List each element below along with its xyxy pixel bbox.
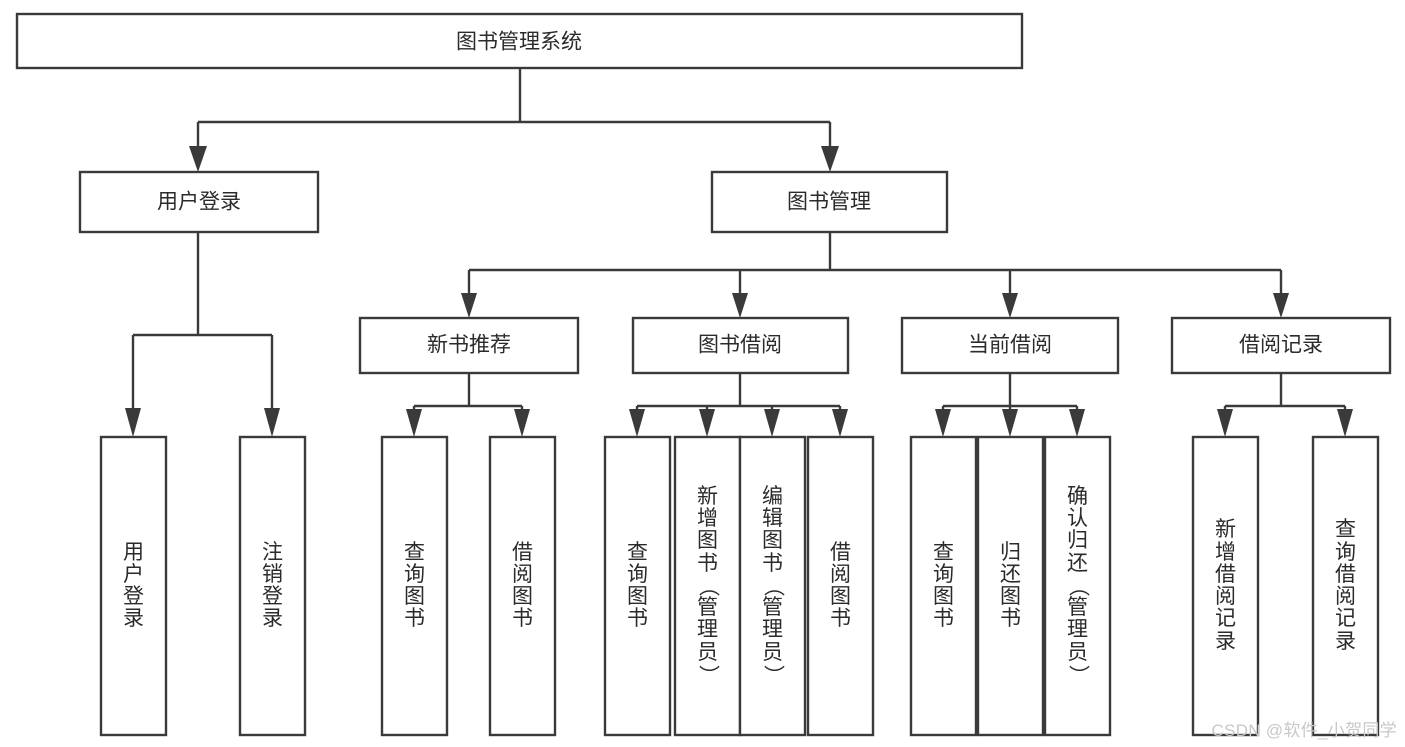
- node-borrow-record-box: [1170, 316, 1392, 375]
- node-book-management[interactable]: 图书管理: [710, 170, 949, 234]
- leaf-box-current-borrow-3[interactable]: [1043, 435, 1112, 737]
- arrow-root-to-book-mgmt: [821, 146, 839, 172]
- node-current-borrow-label: 当前借阅: [968, 334, 1052, 357]
- leaf-box-user-login-1[interactable]: [99, 435, 168, 737]
- leaf-box-borrow-record-2[interactable]: [1311, 435, 1380, 737]
- arrow-borrow-l4: [832, 409, 848, 437]
- node-book-borrow-label: 图书借阅: [698, 334, 782, 357]
- arrow-record-l2: [1337, 409, 1353, 437]
- arrow-borrow-l3: [764, 409, 780, 437]
- leaf-box-book-borrow-4[interactable]: [806, 435, 875, 737]
- leaf-box-user-login-2[interactable]: [238, 435, 307, 737]
- node-root-label: 图书管理系统: [456, 31, 582, 54]
- leaf-box-current-borrow-1[interactable]: [909, 435, 978, 737]
- node-new-book-recommend[interactable]: 新书推荐: [358, 316, 580, 375]
- node-current-borrow-box: [900, 316, 1120, 375]
- arrow-userlogin-leaf2: [264, 408, 280, 437]
- arrow-borrow-l2: [699, 409, 715, 437]
- node-new-book-recommend-box: [358, 316, 580, 375]
- arrow-bookmgmt-c2: [732, 293, 748, 318]
- node-book-borrow[interactable]: 图书借阅: [631, 316, 850, 375]
- arrow-newbook-l2: [514, 409, 530, 437]
- node-root-box: [15, 12, 1024, 70]
- arrow-bookmgmt-c4: [1273, 293, 1289, 318]
- arrow-borrow-l1: [629, 409, 645, 437]
- arrow-bookmgmt-c3: [1002, 293, 1018, 318]
- node-borrow-record[interactable]: 借阅记录: [1170, 316, 1392, 375]
- leaf-box-borrow-record-1[interactable]: [1191, 435, 1260, 737]
- node-user-login-box: [78, 170, 320, 234]
- node-user-login[interactable]: 用户登录: [78, 170, 320, 234]
- arrow-current-l1: [935, 409, 951, 437]
- node-book-management-label: 图书管理: [787, 191, 871, 214]
- arrow-root-to-user-login: [189, 146, 207, 172]
- node-book-management-box: [710, 170, 949, 234]
- node-user-login-label: 用户登录: [157, 191, 241, 214]
- arrow-userlogin-leaf1: [125, 408, 141, 437]
- arrow-current-l2: [1002, 409, 1018, 437]
- arrow-current-l3: [1069, 409, 1085, 437]
- leaf-box-new-book-1[interactable]: [380, 435, 449, 737]
- node-root[interactable]: 图书管理系统: [15, 12, 1024, 70]
- arrow-bookmgmt-c1: [461, 293, 477, 318]
- arrow-newbook-l1: [406, 409, 422, 437]
- leaf-box-new-book-2[interactable]: [488, 435, 557, 737]
- leaf-box-current-borrow-2[interactable]: [976, 435, 1045, 737]
- node-book-borrow-box: [631, 316, 850, 375]
- leaf-box-book-borrow-2[interactable]: [673, 435, 742, 737]
- leaf-box-book-borrow-1[interactable]: [603, 435, 672, 737]
- csdn-watermark: CSDN @软件_小贺同学: [1211, 721, 1397, 740]
- node-current-borrow[interactable]: 当前借阅: [900, 316, 1120, 375]
- arrow-record-l1: [1217, 409, 1233, 437]
- node-borrow-record-label: 借阅记录: [1239, 334, 1323, 357]
- node-new-book-recommend-label: 新书推荐: [427, 334, 511, 357]
- leaf-box-book-borrow-3[interactable]: [738, 435, 807, 737]
- connectors-group: [125, 68, 1353, 437]
